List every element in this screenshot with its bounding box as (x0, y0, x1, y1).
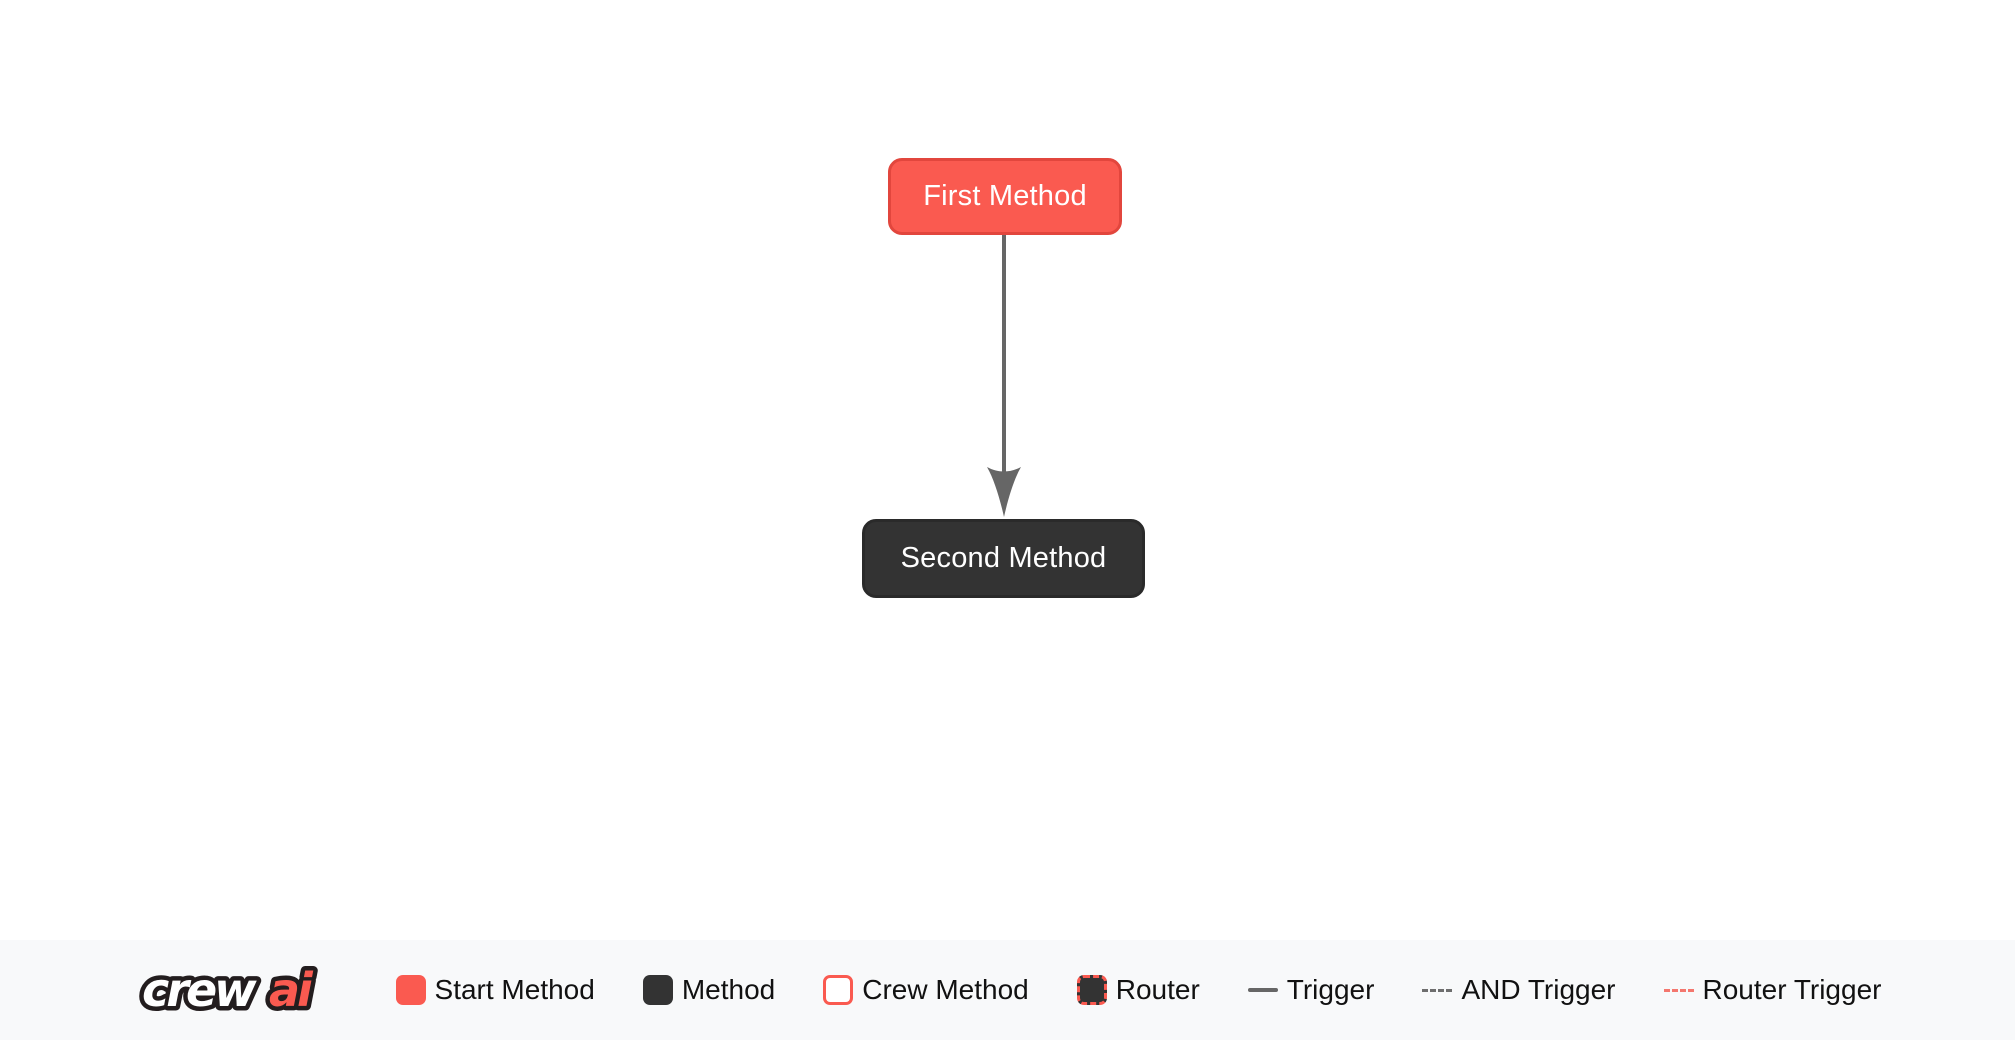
legend-label-router-trigger: Router Trigger (1702, 974, 1882, 1005)
router-swatch-icon (1076, 975, 1107, 1005)
trigger-edge[interactable] (987, 235, 1021, 517)
legend-label-trigger: Trigger (1286, 974, 1375, 1005)
legend-label-start-method: Start Method (434, 974, 595, 1005)
crewai-logo-graphic: crew ai (137, 959, 321, 1022)
legend-item-method: Method (642, 974, 776, 1006)
flow-canvas[interactable]: First Method Second Method (0, 0, 2015, 940)
logo-text-crew: crew (142, 963, 257, 1017)
legend-item-and-trigger: AND Trigger (1422, 974, 1616, 1006)
node-second-method[interactable]: Second Method (862, 519, 1145, 598)
node-second-method-label: Second Method (900, 542, 1107, 574)
legend-bar: crew ai Start Method Method Crew Method … (0, 940, 2015, 1040)
edge-layer (987, 235, 1021, 517)
node-first-method[interactable]: First Method (888, 158, 1122, 235)
legend-label-and-trigger: AND Trigger (1461, 974, 1616, 1005)
method-swatch-icon (642, 975, 673, 1005)
legend-item-start-method: Start Method (395, 974, 595, 1006)
legend-label-router: Router (1115, 974, 1200, 1005)
and-trigger-line-icon (1422, 988, 1453, 992)
legend-item-router-trigger: Router Trigger (1663, 974, 1882, 1006)
logo-text-ai: ai (269, 963, 314, 1017)
legend-label-method: Method (681, 974, 776, 1005)
node-first-method-label: First Method (923, 180, 1087, 212)
trigger-line-icon (1247, 988, 1278, 992)
legend-label-crew-method: Crew Method (862, 974, 1029, 1005)
start-method-swatch-icon (395, 975, 426, 1005)
router-trigger-line-icon (1663, 988, 1694, 992)
legend-item-router: Router (1076, 974, 1200, 1006)
legend-item-crew-method: Crew Method (823, 974, 1029, 1006)
crew-method-swatch-icon (823, 975, 854, 1005)
legend-item-trigger: Trigger (1247, 974, 1375, 1006)
arrowhead-icon (987, 467, 1021, 517)
crewai-logo: crew ai (134, 957, 356, 1023)
